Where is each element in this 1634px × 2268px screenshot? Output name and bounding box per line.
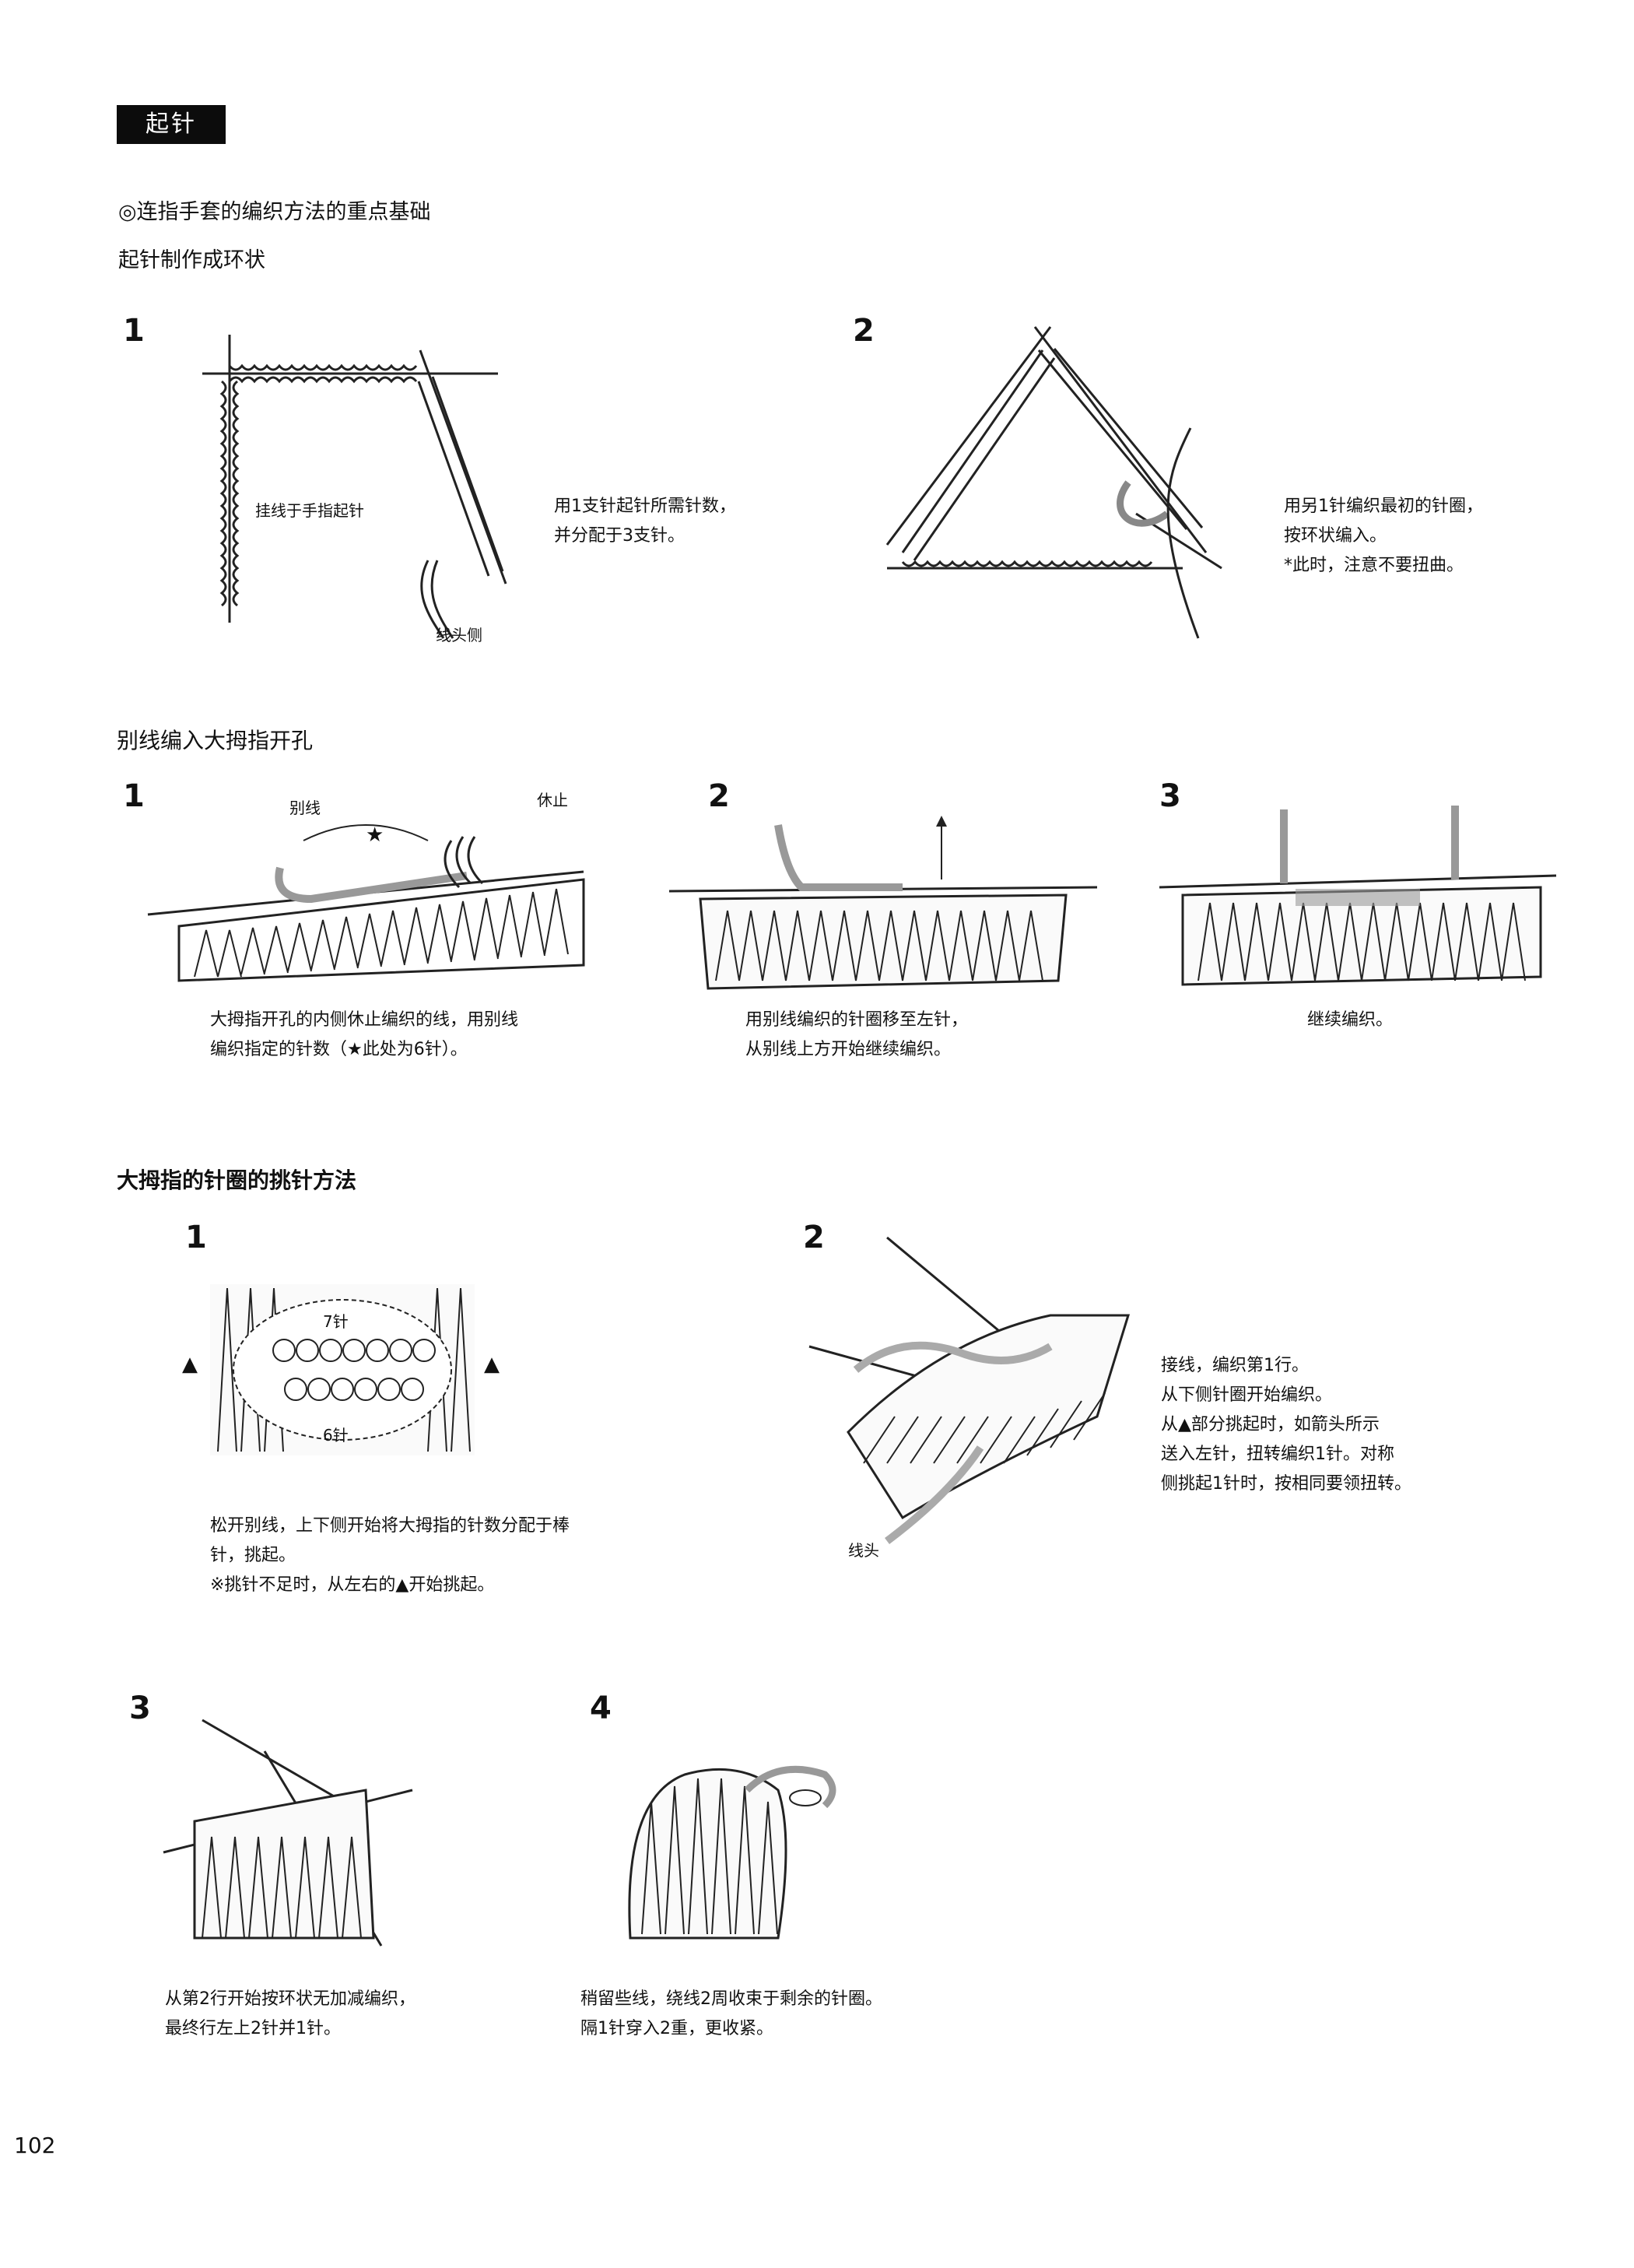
step-caption: 大拇指开孔的内侧休止编织的线，用别线 编织指定的针数（★此处为6针）。 <box>210 1010 519 1059</box>
cast-on-three-needles-figure <box>202 335 507 639</box>
thumb-round-knitting-figure <box>163 1719 413 1947</box>
bind-off-thumb-figure <box>628 1765 836 1940</box>
step-caption: 继续编织。 <box>1307 1010 1394 1030</box>
step-number: 4 <box>590 1690 612 1726</box>
section-header-label: 起针 <box>117 105 226 144</box>
step-number: 1 <box>123 778 145 814</box>
finger-cast-on-label: 挂线于手指起针 <box>255 501 364 520</box>
step-caption: 从第2行开始按环状无加减编织， 最终行左上2针并1针。 <box>165 1989 416 2038</box>
rest-yarn-label: 休止 <box>537 791 568 809</box>
step-caption: 用1支针起针所需针数， 并分配于3支针。 <box>554 497 736 546</box>
step-caption: 用别线编织的针圈移至左针， 从别线上方开始继续编织。 <box>745 1010 969 1059</box>
top-stitch-count-label: 7针 <box>323 1312 349 1331</box>
continue-knitting-figure <box>1159 806 1557 986</box>
yarn-tail-label: 线头侧 <box>436 626 482 644</box>
step-caption: 用另1针编织最初的针圈， 按环状编入。 *此时，注意不要扭曲。 <box>1284 497 1483 575</box>
page-number: 102 <box>14 2133 56 2158</box>
step-number: 1 <box>185 1220 207 1255</box>
step-caption: 接线，编织第1行。 从下侧针圈开始编织。 从▲部分挑起时，如箭头所示 送入左针，… <box>1161 1356 1411 1494</box>
step-caption: 松开别线，上下侧开始将大拇指的针数分配于棒 针，挑起。 ※挑针不足时，从左右的▲… <box>210 1516 570 1595</box>
left-triangle-marker: ▲ <box>182 1353 198 1376</box>
transfer-stitches-figure <box>668 816 1098 990</box>
waste-yarn-knit-figure <box>147 824 585 982</box>
bottom-stitch-count-label: 6针 <box>323 1426 349 1445</box>
step-number: 2 <box>803 1220 825 1255</box>
step-number: 1 <box>123 313 145 349</box>
step-caption: 稍留些线，绕线2周收束于剩余的针圈。 隔1针穿入2重，更收紧。 <box>580 1989 882 2038</box>
thumb-first-row-figure <box>808 1236 1131 1544</box>
intro-line-2: 起针制作成环状 <box>118 248 265 272</box>
step-number: 2 <box>853 313 875 349</box>
section-title: 别线编入大拇指开孔 <box>117 728 314 753</box>
join-in-round-figure <box>885 326 1222 639</box>
step-number: 3 <box>1159 778 1181 814</box>
yarn-tail-label: 线头 <box>848 1541 879 1560</box>
section-title: 大拇指的针圈的挑针方法 <box>117 1167 357 1193</box>
step-number: 2 <box>708 778 730 814</box>
thumb-pickup-figure <box>210 1284 475 1455</box>
intro-line-1: ◎连指手套的编织方法的重点基础 <box>118 200 431 224</box>
right-triangle-marker: ▲ <box>484 1353 500 1376</box>
waste-yarn-label: 别线 <box>289 799 321 817</box>
star-marker: ★ <box>366 823 384 847</box>
step-number: 3 <box>129 1690 151 1726</box>
